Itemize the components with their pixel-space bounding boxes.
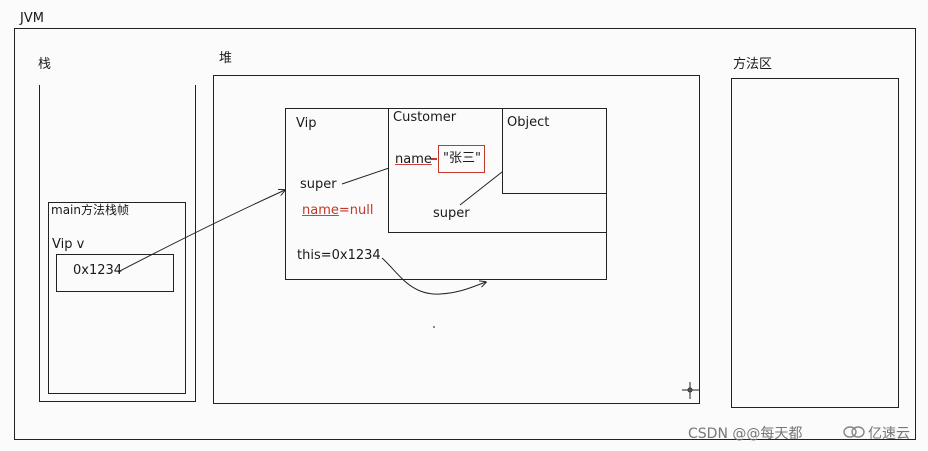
ref-arrow-stack-to-vip <box>117 190 285 273</box>
jvm-label: JVM <box>20 11 44 26</box>
customer-name-key: name <box>395 153 432 166</box>
jvm-container <box>14 28 916 440</box>
vip-name-key: name <box>302 203 339 218</box>
yisu-logo-icon <box>843 424 865 443</box>
heap-label: 堆 <box>219 51 233 66</box>
heap-region <box>213 75 700 404</box>
var-value-box <box>56 254 174 292</box>
object-object <box>502 108 607 194</box>
vip-name-value: =null <box>338 203 374 218</box>
crosshair-cursor-icon <box>682 382 699 399</box>
customer-name-value-box <box>438 145 485 173</box>
var-label: Vip v <box>52 237 85 252</box>
customer-name-dot <box>431 158 437 160</box>
main-stack-frame <box>48 202 186 394</box>
var-value: 0x1234 <box>73 263 123 278</box>
method-area-label: 方法区 <box>733 57 773 72</box>
customer-name-value: "张三" <box>443 151 481 166</box>
customer-name-key-text: name <box>395 152 432 167</box>
object-title: Object <box>507 115 550 130</box>
vip-name-field: name=null <box>302 204 373 217</box>
stack-label: 栈 <box>38 57 52 72</box>
heap-dot <box>433 326 435 328</box>
stack-region <box>39 85 196 402</box>
vip-super-label: super <box>300 177 337 192</box>
vip-super-to-customer-line <box>341 167 390 185</box>
customer-super-label: super <box>433 206 470 221</box>
vip-this-label: this=0x1234 <box>297 248 381 263</box>
csdn-watermark: CSDN @@每天都 <box>688 426 803 442</box>
main-frame-label: main方法栈帧 <box>51 203 129 217</box>
method-area-region <box>731 78 899 408</box>
yisu-watermark: 亿速云 <box>868 426 910 442</box>
customer-super-to-object-line <box>459 171 503 206</box>
vip-title: Vip <box>296 116 317 131</box>
customer-title: Customer <box>393 110 457 125</box>
this-ref-arrow <box>381 257 486 295</box>
